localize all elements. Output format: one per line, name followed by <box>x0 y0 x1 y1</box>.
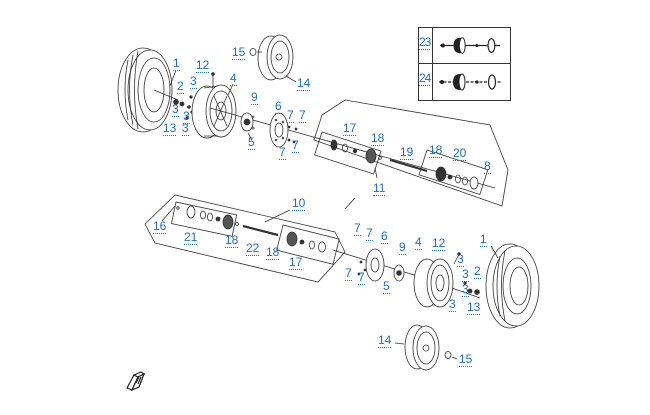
legend-callout-23[interactable]: 23 <box>419 35 431 50</box>
callout-9-hub[interactable]: 9 <box>251 90 258 105</box>
callout-5-bolt[interactable]: 5 <box>248 135 255 150</box>
shaft-group-outline-top <box>313 99 509 207</box>
tire-bottom-right <box>485 243 540 329</box>
callout-12-valve[interactable]: 12 <box>196 58 210 73</box>
callout-3-bolt[interactable]: 3 <box>462 282 469 297</box>
callout-14-spare-rim[interactable]: 14 <box>378 333 392 348</box>
callout-3-bolt[interactable]: 3 <box>190 74 197 89</box>
callout-16-clip[interactable]: 16 <box>153 219 167 234</box>
callout-17-cv-kit[interactable]: 17 <box>289 255 303 270</box>
callout-21-cv-kit[interactable]: 21 <box>184 230 198 245</box>
spare-rim-top <box>257 34 294 81</box>
callout-7-bolt[interactable]: 7 <box>354 221 361 236</box>
callout-7-bolt[interactable]: 7 <box>366 226 373 241</box>
rim-bottom <box>413 258 454 308</box>
callout-20-cv-kit[interactable]: 20 <box>453 146 467 161</box>
callout-1-tire[interactable]: 1 <box>173 56 180 71</box>
callout-7-bolt[interactable]: 7 <box>279 145 286 160</box>
callout-3-bolt[interactable]: 3 <box>183 109 190 124</box>
callout-7-bolt[interactable]: 7 <box>358 270 365 285</box>
callout-13-nut[interactable]: 13 <box>467 300 481 315</box>
callout-17-cv-kit[interactable]: 17 <box>343 121 357 136</box>
shaft-dashed-icon <box>439 73 501 91</box>
callout-18-clip[interactable]: 18 <box>371 131 385 146</box>
spare-rim-bottom <box>404 324 440 371</box>
callout-3-bolt[interactable]: 3 <box>449 297 456 312</box>
cv-joint-parts-bottom <box>176 205 326 253</box>
callout-12-valve[interactable]: 12 <box>432 236 446 251</box>
shaft-variant-legend: 23 24 <box>418 27 511 101</box>
rim-top <box>191 84 237 139</box>
tire-top-left <box>117 47 173 133</box>
legend-row-24[interactable]: 24 <box>419 64 510 100</box>
shaft-group-outline-bottom <box>144 194 346 283</box>
book-icon[interactable] <box>124 368 148 392</box>
callout-9-hub[interactable]: 9 <box>399 240 406 255</box>
callout-1-tire[interactable]: 1 <box>480 232 487 247</box>
callout-19-shaft[interactable]: 19 <box>400 145 414 160</box>
callout-8-clip[interactable]: 8 <box>484 159 491 174</box>
callout-7-bolt[interactable]: 7 <box>287 108 294 123</box>
shaft-solid-icon <box>439 37 501 54</box>
hub-top <box>240 112 255 132</box>
callout-7-bolt[interactable]: 7 <box>345 266 352 281</box>
hub-bottom <box>393 264 405 282</box>
callout-18-clip[interactable]: 18 <box>225 233 239 248</box>
callout-22-shaft[interactable]: 22 <box>246 241 260 256</box>
callout-3-bolt[interactable]: 3 <box>182 121 189 136</box>
callout-4-rim[interactable]: 4 <box>415 235 422 250</box>
callout-18-clip[interactable]: 18 <box>266 245 280 260</box>
brake-disc-top <box>269 112 289 148</box>
legend-row-23[interactable]: 23 <box>419 28 510 64</box>
callout-3-bolt[interactable]: 3 <box>172 102 179 117</box>
callout-2-washer[interactable]: 2 <box>177 79 184 94</box>
legend-callout-24[interactable]: 24 <box>419 71 431 86</box>
callout-6-brake-disc[interactable]: 6 <box>381 229 388 244</box>
callout-11-drive-shaft[interactable]: 11 <box>373 181 386 196</box>
callout-3-bolt[interactable]: 3 <box>457 252 464 267</box>
callout-18-clip[interactable]: 18 <box>429 143 443 158</box>
callout-10-drive-shaft[interactable]: 10 <box>292 196 306 211</box>
cv-joint-parts-top <box>330 139 479 190</box>
callout-15-nut[interactable]: 15 <box>232 45 246 60</box>
callout-7-bolt[interactable]: 7 <box>292 138 299 153</box>
callout-15-nut[interactable]: 15 <box>459 352 473 367</box>
callout-14-spare-rim[interactable]: 14 <box>297 76 311 91</box>
callout-6-brake-disc[interactable]: 6 <box>275 99 282 114</box>
callout-5-bolt[interactable]: 5 <box>383 279 390 294</box>
callout-2-washer[interactable]: 2 <box>474 264 481 279</box>
brake-disc-bottom <box>365 248 385 282</box>
callout-4-rim[interactable]: 4 <box>230 71 237 86</box>
callout-7-bolt[interactable]: 7 <box>299 108 306 123</box>
callout-3-bolt[interactable]: 3 <box>462 267 469 282</box>
callout-13-nut[interactable]: 13 <box>163 121 177 136</box>
